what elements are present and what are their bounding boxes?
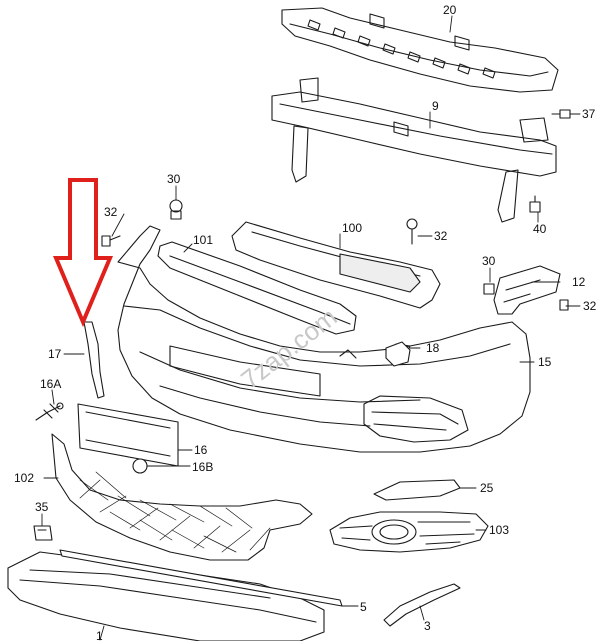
part-16-license-plate-bracket [77, 403, 179, 467]
part-25-insert [373, 479, 461, 501]
label-40: 40 [533, 222, 547, 236]
label-20: 20 [443, 3, 457, 17]
part-20-impact-absorber [281, 7, 559, 93]
label-100: 100 [342, 221, 362, 235]
label-17: 17 [48, 347, 62, 361]
label-9: 9 [432, 99, 439, 113]
label-32-right: 32 [583, 299, 597, 313]
label-15: 15 [538, 355, 552, 369]
label-101: 101 [193, 233, 213, 247]
label-16A: 16A [40, 377, 61, 391]
part-1-underbody-cover [7, 551, 325, 641]
label-30-upper: 30 [167, 172, 181, 186]
label-1: 1 [96, 629, 103, 641]
bolt-32-icon [101, 235, 121, 247]
label-103: 103 [489, 523, 509, 537]
part-101-upper-grille [157, 241, 357, 335]
bolt-30-icon [169, 199, 183, 220]
bolt-40-icon [529, 195, 541, 213]
part-12-bracket [483, 265, 569, 315]
label-32-middle: 32 [434, 229, 448, 243]
grille-mesh [79, 471, 271, 553]
part-16B-screw-icon [132, 458, 161, 474]
label-3: 3 [424, 619, 431, 633]
bolt-32-middle-icon [406, 218, 418, 245]
label-32-upper: 32 [104, 205, 118, 219]
label-18: 18 [426, 341, 440, 355]
label-25: 25 [480, 481, 494, 495]
part-18-tow-cap [385, 341, 411, 367]
part-103-fog-grille [329, 511, 489, 553]
label-5: 5 [360, 600, 367, 614]
label-37: 37 [582, 107, 596, 121]
part-labels: 20 9 37 40 30 32 101 100 32 30 12 32 17 … [14, 3, 597, 641]
part-3-trim-strip [383, 583, 461, 627]
label-16: 16 [194, 443, 208, 457]
part-17-guide-strip [83, 321, 105, 399]
part-16A-clip [35, 402, 64, 421]
label-102: 102 [14, 471, 34, 485]
part-102-lower-grille [51, 433, 313, 561]
part-15-bumper-cover [117, 225, 531, 453]
part-35-clip [33, 525, 53, 541]
label-16B: 16B [192, 460, 213, 474]
part-9-bumper-carrier [271, 77, 557, 223]
leader-lines [41, 15, 581, 641]
red-arrow-indicator [52, 178, 114, 328]
label-12: 12 [572, 275, 586, 289]
label-30-right: 30 [482, 254, 496, 268]
bolt-37-icon [551, 109, 571, 119]
label-35: 35 [35, 500, 49, 514]
part-100-grille-insert [231, 221, 441, 309]
